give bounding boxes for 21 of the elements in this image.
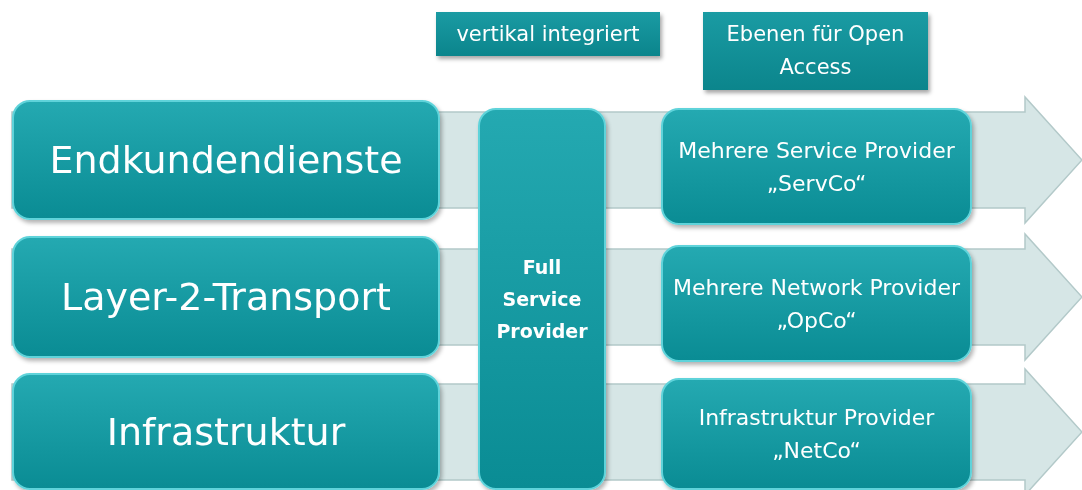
layer-box xyxy=(12,100,440,220)
node-label: „NetCo“ xyxy=(772,437,861,464)
node-label: Layer-2-Transport xyxy=(61,275,391,319)
node-label: Mehrere Network Provider xyxy=(672,273,961,301)
node-label: Infrastruktur Provider xyxy=(698,404,935,431)
node-label: Endkundendienste xyxy=(49,138,403,182)
node-label: Full Service Provider xyxy=(495,255,589,344)
node-label: „ServCo“ xyxy=(766,169,867,197)
layer-box xyxy=(12,236,440,358)
node-label: „OpCo“ xyxy=(776,306,857,334)
node-label: Mehrere Service Provider xyxy=(678,136,955,164)
node-label: Ebenen für Open Access xyxy=(725,21,906,81)
provider-column xyxy=(478,108,606,490)
header-box xyxy=(436,12,660,56)
header-box xyxy=(703,12,928,90)
provider-box xyxy=(661,108,972,225)
provider-box xyxy=(661,245,972,362)
layer-box xyxy=(12,373,440,490)
node-label: vertikal integriert xyxy=(456,20,640,48)
provider-box xyxy=(661,378,972,490)
node-label: Infrastruktur xyxy=(106,409,346,454)
